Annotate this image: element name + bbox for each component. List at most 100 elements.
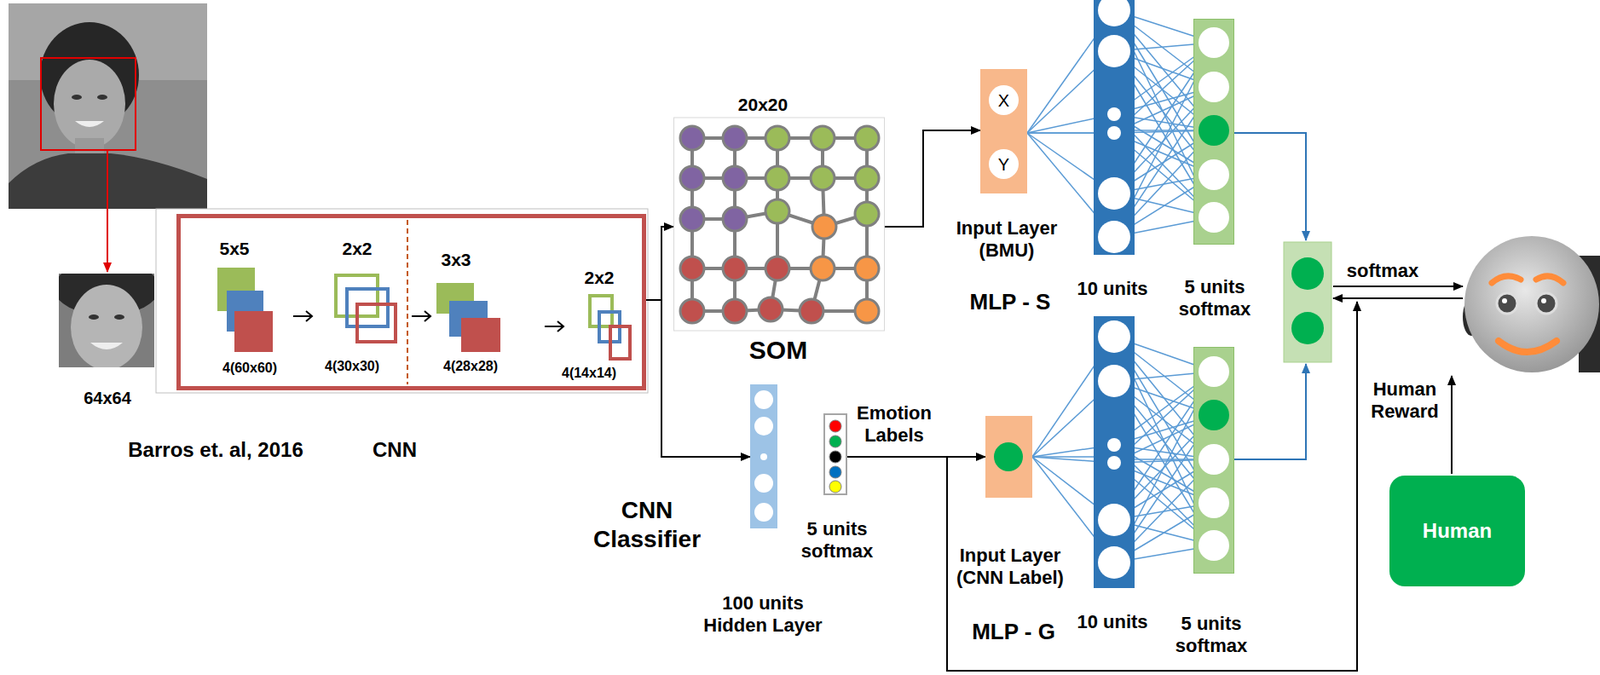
size-label: 64x64 bbox=[83, 387, 132, 409]
som-neuron bbox=[812, 214, 837, 239]
layer-connection bbox=[1032, 456, 1094, 458]
unit-circle bbox=[1107, 456, 1121, 470]
unit-circle bbox=[1097, 546, 1131, 579]
unit-circle bbox=[1097, 320, 1131, 353]
node-text: 4(30x30) bbox=[324, 358, 380, 375]
som-neuron bbox=[680, 256, 705, 281]
unit-circle bbox=[754, 416, 774, 436]
output-arrow bbox=[1333, 285, 1463, 288]
som-neuron bbox=[722, 299, 747, 324]
som-neuron bbox=[854, 166, 879, 191]
node-text: 10 units bbox=[1076, 277, 1148, 301]
unit-circle bbox=[1198, 356, 1230, 388]
node-text: Human bbox=[1422, 519, 1492, 544]
som-neuron bbox=[810, 166, 835, 191]
unit-circle bbox=[1198, 159, 1230, 191]
robot-head bbox=[1462, 236, 1600, 373]
label-unit bbox=[993, 442, 1023, 472]
som-neuron bbox=[680, 299, 705, 324]
som-grid-shape bbox=[673, 92, 885, 370]
feature-map bbox=[461, 317, 501, 353]
combined-unit bbox=[1291, 311, 1324, 345]
network-name: MLP - G bbox=[971, 618, 1056, 646]
human-box: Human bbox=[1389, 475, 1525, 587]
hidden-layer: 10 units bbox=[1093, 316, 1135, 589]
label-dot bbox=[829, 420, 842, 433]
feedback-arrow bbox=[1333, 297, 1463, 300]
unit-circle bbox=[1107, 438, 1121, 452]
node-text: 3x3 bbox=[440, 248, 471, 271]
unit-circle bbox=[754, 390, 774, 410]
som-neuron bbox=[854, 126, 879, 151]
node-text: 20x20 bbox=[738, 93, 788, 116]
input-layer: Input Layer (CNN Label) bbox=[985, 415, 1033, 498]
unit-circle bbox=[1097, 34, 1131, 68]
merge-arrow bbox=[1234, 363, 1306, 460]
node-text: 5x5 bbox=[219, 237, 249, 260]
layer-connection bbox=[1134, 129, 1194, 132]
feature-map bbox=[357, 304, 396, 342]
som-neuron bbox=[854, 299, 879, 324]
crop-arrow bbox=[106, 150, 109, 272]
unit-circle bbox=[1097, 177, 1131, 210]
block-title: CNN bbox=[372, 438, 417, 463]
node-text: Emotion Labels bbox=[851, 402, 937, 448]
hidden-layer: 10 units bbox=[1093, 0, 1135, 255]
som-neuron bbox=[680, 166, 705, 191]
output-layer-shape bbox=[1193, 18, 1235, 245]
som-neuron bbox=[765, 199, 790, 224]
unit-circle bbox=[1198, 530, 1230, 561]
face-crop-image bbox=[58, 273, 155, 368]
som-panel bbox=[674, 117, 885, 331]
combined-unit bbox=[1291, 257, 1324, 290]
som-neuron bbox=[722, 166, 747, 191]
node-text: 2x2 bbox=[583, 266, 614, 289]
unit-circle bbox=[1097, 220, 1131, 254]
combined-output bbox=[1283, 242, 1332, 363]
step-arrow bbox=[544, 321, 564, 332]
som-neuron bbox=[722, 207, 747, 232]
som-neuron bbox=[854, 202, 879, 226]
unit-circle bbox=[1198, 27, 1230, 58]
som-neuron bbox=[722, 126, 747, 151]
node-text: 4(28x28) bbox=[443, 358, 498, 375]
cnn-block: 5x52x23x32x24(60x60)4(30x30)4(28x28)4(14… bbox=[176, 213, 647, 391]
som-neuron bbox=[799, 299, 824, 324]
node-text: 4(60x60) bbox=[222, 359, 278, 376]
merge-arrow bbox=[1234, 132, 1306, 241]
som-neuron bbox=[765, 166, 790, 191]
unit-circle bbox=[1097, 364, 1131, 398]
som-neuron bbox=[680, 207, 705, 232]
input-layer: Input Layer (BMU)XY bbox=[980, 69, 1028, 194]
node-text: 4(14x14) bbox=[561, 364, 617, 382]
label-feedback-line bbox=[947, 301, 1358, 671]
face-crop bbox=[40, 57, 136, 151]
input-unit: X bbox=[988, 85, 1019, 116]
cnn-frame bbox=[155, 208, 648, 393]
hidden-layer: 100 units Hidden Layer bbox=[750, 384, 778, 529]
unit-circle bbox=[1198, 202, 1230, 233]
feature-map bbox=[234, 311, 273, 353]
layer-connection bbox=[1134, 458, 1194, 461]
unit-circle bbox=[760, 453, 768, 461]
hidden-layer-shape bbox=[750, 384, 778, 529]
unit-circle bbox=[1097, 503, 1131, 537]
output-layer: 5 units softmax bbox=[1193, 18, 1235, 245]
node-text: SOM bbox=[749, 335, 808, 366]
node-text: Input Layer (CNN Label) bbox=[941, 544, 1079, 590]
hidden-layer-shape bbox=[1093, 0, 1135, 255]
unit-circle bbox=[1107, 126, 1121, 140]
unit-circle bbox=[754, 473, 774, 493]
label-dot bbox=[829, 480, 842, 493]
som-neuron bbox=[765, 126, 790, 151]
som-grid: 20x20SOM bbox=[673, 92, 885, 370]
unit-circle bbox=[1198, 399, 1230, 431]
som-neuron bbox=[758, 297, 783, 322]
label-vector-shape bbox=[823, 413, 848, 496]
edge-label: softmax bbox=[1346, 259, 1419, 283]
label-dot bbox=[829, 466, 842, 479]
input-layer-shape bbox=[985, 415, 1033, 498]
network-name: MLP - S bbox=[970, 288, 1052, 316]
hidden-layer-shape bbox=[1093, 316, 1135, 589]
